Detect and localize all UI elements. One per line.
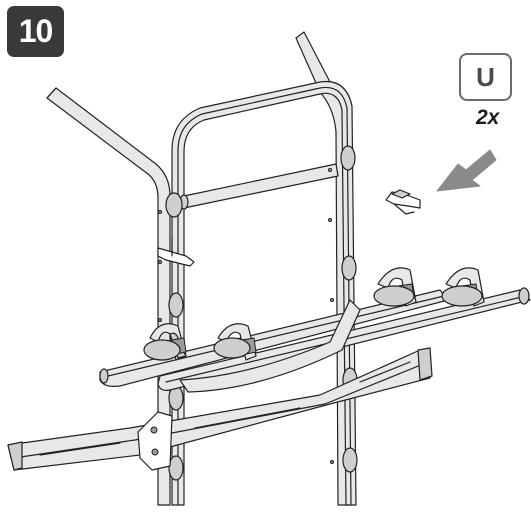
wheel-holder-rear-right: [441, 267, 485, 307]
insert-direction-arrow-icon: [436, 149, 497, 192]
frame-joints: [158, 145, 358, 481]
wheel-holder-rear-left: [373, 267, 417, 307]
frame-crossbar: [179, 163, 339, 210]
wheel-holder-front-right: [213, 323, 257, 361]
left-tube-clamp: [157, 237, 195, 267]
left-bent-tube: [46, 87, 171, 506]
lower-rail-bracket: [137, 411, 173, 471]
lower-mounting-rail: [7, 347, 433, 471]
wheel-holder-front-left: [143, 323, 187, 361]
loose-clip-part-u-icon: [385, 189, 421, 215]
part-code-box: U: [459, 53, 512, 101]
main-u-frame: [171, 80, 357, 506]
channel-support-strut: [179, 299, 361, 393]
step-number-badge: 10: [7, 6, 64, 57]
part-quantity-label: 2x: [476, 106, 500, 129]
